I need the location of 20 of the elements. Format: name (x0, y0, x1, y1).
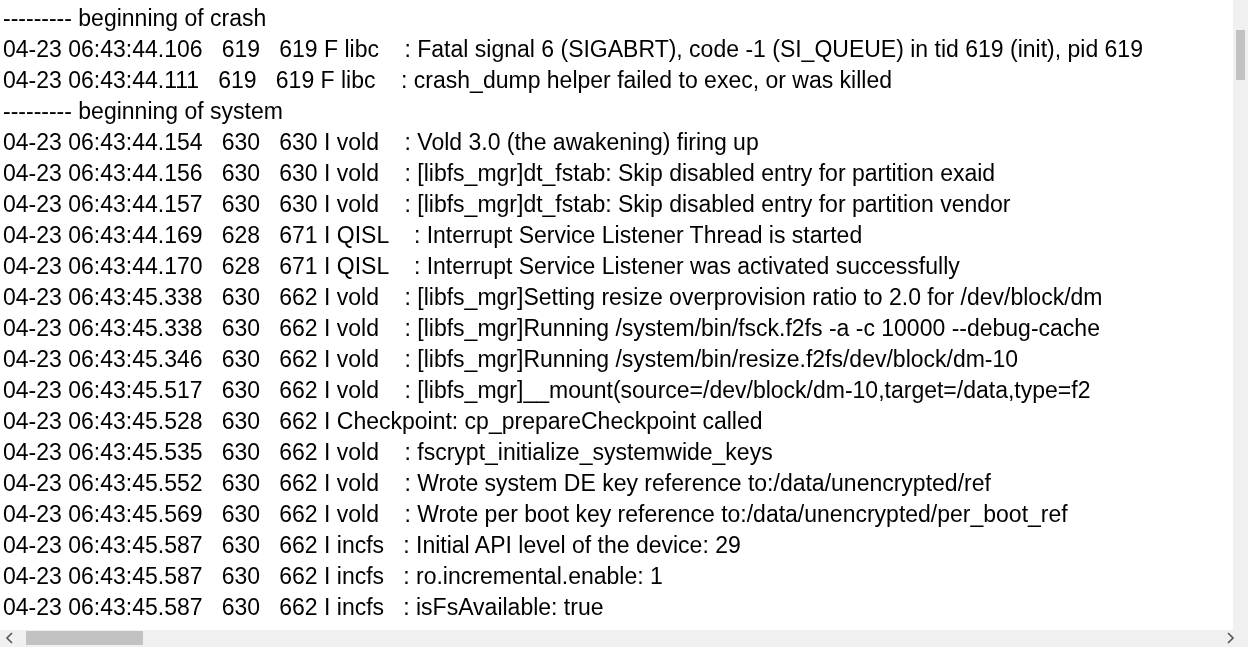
log-line: 04-23 06:43:44.156 630 630 I vold : [libfs_mgr]dt_fstab: Skip disabled entry for partition exaid (3, 159, 996, 188)
log-line: 04-23 06:43:44.169 628 671 I QISL : Interrupt Service Listener Thread is started (3, 221, 863, 250)
log-line: 04-23 06:43:44.157 630 630 I vold : [libfs_mgr]dt_fstab: Skip disabled entry for partition vendor (3, 190, 1011, 219)
log-line: 04-23 06:43:45.569 630 662 I vold : Wrote per boot key reference to:/data/unencrypted/per_boot_ref (3, 500, 1068, 529)
log-line: 04-23 06:43:44.170 628 671 I QISL : Interrupt Service Listener was activated successfully (3, 252, 960, 281)
log-line: 04-23 06:43:45.552 630 662 I vold : Wrote system DE key reference to:/data/unencrypted/ref (3, 469, 991, 498)
log-line: 04-23 06:43:45.338 630 662 I vold : [libfs_mgr]Setting resize overprovision ratio to 2.0 for /dev/block/dm (3, 283, 1103, 312)
log-line: 04-23 06:43:45.535 630 662 I vold : fscrypt_initialize_systemwide_keys (3, 438, 773, 467)
log-line: --------- beginning of system (3, 97, 283, 126)
log-line: 04-23 06:43:45.587 630 662 I incfs : isFsAvailable: true (3, 593, 604, 622)
log-line: 04-23 06:43:44.111 619 619 F libc : crash_dump helper failed to exec, or was killed (3, 66, 892, 95)
log-line: --------- beginning of crash (3, 4, 267, 33)
log-line: 04-23 06:43:45.587 630 662 I incfs : ro.incremental.enable: 1 (3, 562, 663, 591)
log-line: 04-23 06:43:45.587 630 662 I incfs : Initial API level of the device: 29 (3, 531, 741, 560)
log-line: 04-23 06:43:45.528 630 662 I Checkpoint: cp_prepareCheckpoint called (3, 407, 763, 436)
log-line: 04-23 06:43:45.517 630 662 I vold : [libfs_mgr]__mount(source=/dev/block/dm-10,target=/data,type=f2 (3, 376, 1091, 405)
log-line: 04-23 06:43:45.346 630 662 I vold : [libfs_mgr]Running /system/bin/resize.f2fs/dev/block/dm-10 (3, 345, 1019, 374)
log-line: 04-23 06:43:44.154 630 630 I vold : Vold 3.0 (the awakening) firing up (3, 128, 759, 157)
log-line: 04-23 06:43:45.338 630 662 I vold : [libfs_mgr]Running /system/bin/fsck.f2fs -a -c 10000 --debug-cache (3, 314, 1100, 343)
log-line: 04-23 06:43:44.106 619 619 F libc : Fatal signal 6 (SIGABRT), code -1 (SI_QUEUE) in tid 619 (init), pid 619 (3, 35, 1143, 64)
